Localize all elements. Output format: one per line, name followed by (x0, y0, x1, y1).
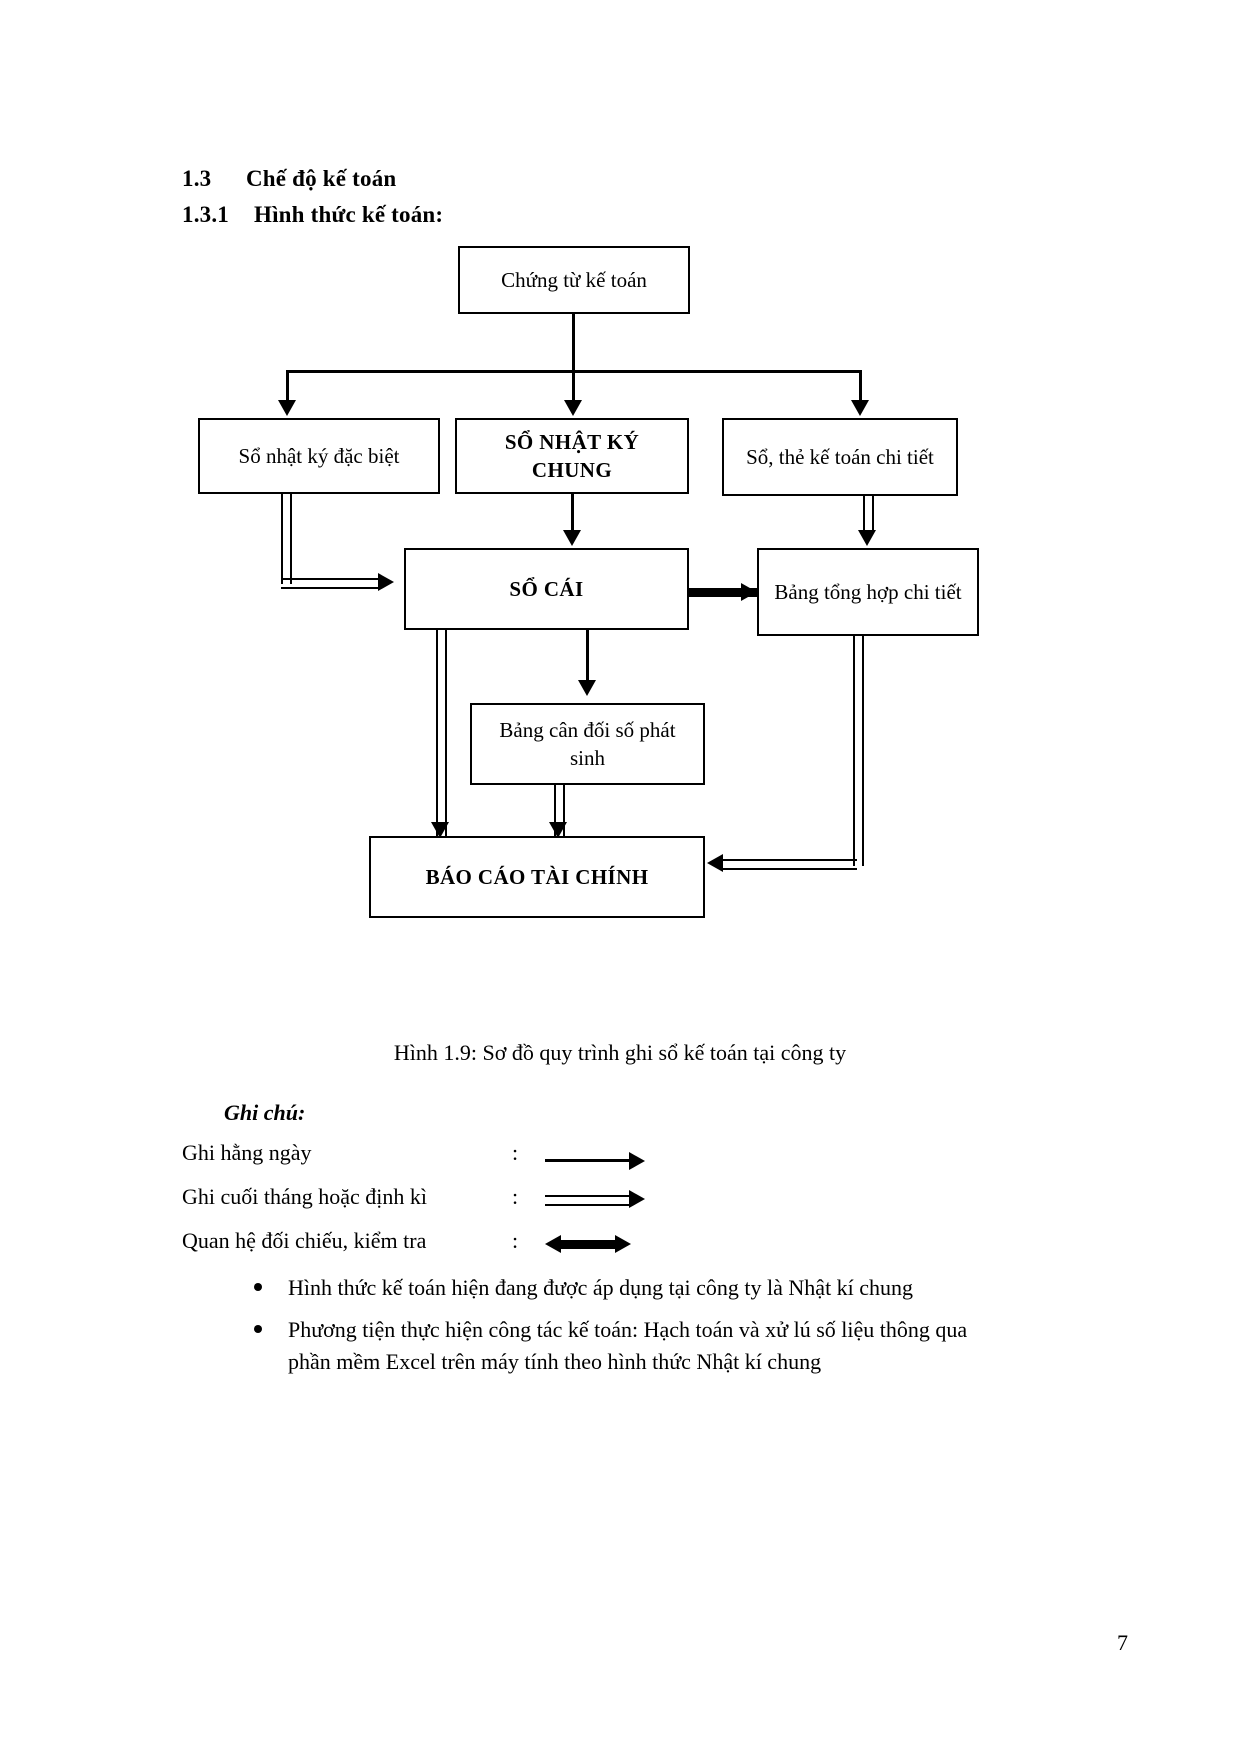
arrowhead-to-sonhatkychung-icon (564, 400, 582, 416)
legend-row-monthly: Ghi cuối tháng hoặc định kì: (182, 1184, 742, 1210)
arrowhead-sonhatky-to-socai-icon (378, 573, 394, 591)
connector-bangtonghop-to-baocao-vertical (853, 636, 864, 866)
arrowhead-bangcandoi-to-baocao-icon (549, 822, 567, 838)
subsection-number: 1.3.1 (182, 202, 229, 227)
accounting-process-flowchart: Chứng từ kế toán Sổ nhật ký đặc biệt SỔ … (198, 246, 979, 918)
legend-row-daily: Ghi hằng ngày: (182, 1140, 742, 1166)
list-item-text: Hình thức kế toán hiện đang được áp dụng… (288, 1275, 914, 1300)
arrowhead-bangtonghop-right-icon (741, 583, 757, 601)
node-so-nhat-ky-chung[interactable]: SỔ NHẬT KÝ CHUNG (455, 418, 689, 494)
connector-sothe-to-bangtonghop (863, 496, 874, 532)
node-so-nhat-ky-dac-biet[interactable]: Sổ nhật ký đặc biệt (198, 418, 440, 494)
node-bang-can-doi-so-phat-sinh[interactable]: Bảng cân đối số phát sinh (470, 703, 705, 785)
legend-colon: : (512, 1140, 519, 1165)
legend-colon: : (512, 1228, 519, 1253)
connector-to-sothe (859, 370, 862, 402)
node-label: Bảng tổng hợp chi tiết (774, 579, 962, 604)
section-heading: 1.3 Chế độ kế toán (182, 166, 396, 192)
node-label: Sổ, thẻ kế toán chi tiết (746, 444, 934, 469)
node-label: Sổ nhật ký đặc biệt (238, 443, 400, 468)
connector-sonhatky-to-socai-vertical (281, 494, 292, 584)
list-item: Phương tiện thực hiện công tác kế toán: … (246, 1314, 1006, 1378)
arrowhead-to-sonhatky-icon (278, 400, 296, 416)
node-label: BÁO CÁO TÀI CHÍNH (425, 864, 649, 889)
arrowhead-socai-to-bangcandoi-icon (578, 680, 596, 696)
arrowhead-sothe-to-bangtonghop-icon (858, 530, 876, 546)
section-number: 1.3 (182, 166, 212, 191)
notes-list: Hình thức kế toán hiện đang được áp dụng… (246, 1272, 1006, 1388)
bullet-dot-icon (254, 1324, 262, 1333)
connector-socai-to-baocao (436, 630, 447, 838)
node-bang-tong-hop-chi-tiet[interactable]: Bảng tổng hợp chi tiết (757, 548, 979, 636)
node-so-the-ke-toan-chi-tiet[interactable]: Sổ, thẻ kế toán chi tiết (722, 418, 958, 496)
connector-to-sonhatkychung (572, 370, 575, 402)
legend-label: Ghi cuối tháng hoặc định kì (182, 1184, 428, 1209)
connector-sonhatky-to-socai-horizontal (281, 578, 381, 589)
connector-chungtu-stem (572, 314, 575, 372)
arrowhead-to-sothe-icon (851, 400, 869, 416)
legend-label: Ghi hằng ngày (182, 1140, 312, 1165)
connector-socai-bangtonghop-bar (689, 588, 757, 597)
legend-title: Ghi chú: (224, 1100, 306, 1125)
node-label: SỔ NHẬT KÝ CHUNG (504, 429, 640, 482)
legend-label: Quan hệ đối chiếu, kiểm tra (182, 1228, 427, 1253)
figure-caption: Hình 1.9: Sơ đồ quy trình ghi sổ kế toán… (393, 1040, 847, 1065)
connector-to-sonhatky (286, 370, 289, 402)
node-chung-tu-ke-toan[interactable]: Chứng từ kế toán (458, 246, 690, 314)
node-label: Bảng cân đối số phát sinh (499, 717, 676, 770)
bullet-dot-icon (254, 1283, 262, 1291)
node-label: Chứng từ kế toán (501, 267, 647, 292)
arrowhead-sonhatkychung-to-socai-icon (563, 530, 581, 546)
legend-colon: : (512, 1184, 519, 1209)
connector-socai-to-bangcandoi (586, 630, 589, 682)
node-so-cai[interactable]: SỔ CÁI (404, 548, 689, 630)
arrowhead-bangtonghop-to-baocao-icon (707, 854, 723, 872)
section-title: Chế độ kế toán (246, 166, 397, 191)
connector-bangtonghop-to-baocao-horizontal (723, 859, 857, 870)
node-label: SỔ CÁI (509, 576, 584, 601)
subsection-title: Hình thức kế toán: (254, 202, 444, 227)
arrowhead-socai-to-baocao-icon (431, 822, 449, 838)
connector-bangcandoi-to-baocao (554, 785, 565, 838)
subsection-heading: 1.3.1 Hình thức kế toán: (182, 202, 443, 228)
list-item-text: Phương tiện thực hiện công tác kế toán: … (288, 1316, 968, 1374)
list-item: Hình thức kế toán hiện đang được áp dụng… (246, 1272, 1006, 1304)
connector-sonhatkychung-to-socai (571, 494, 574, 532)
legend-row-crosscheck: Quan hệ đối chiếu, kiểm tra: (182, 1228, 742, 1254)
page-number: 7 (1117, 1630, 1128, 1655)
node-bao-cao-tai-chinh[interactable]: BÁO CÁO TÀI CHÍNH (369, 836, 705, 918)
